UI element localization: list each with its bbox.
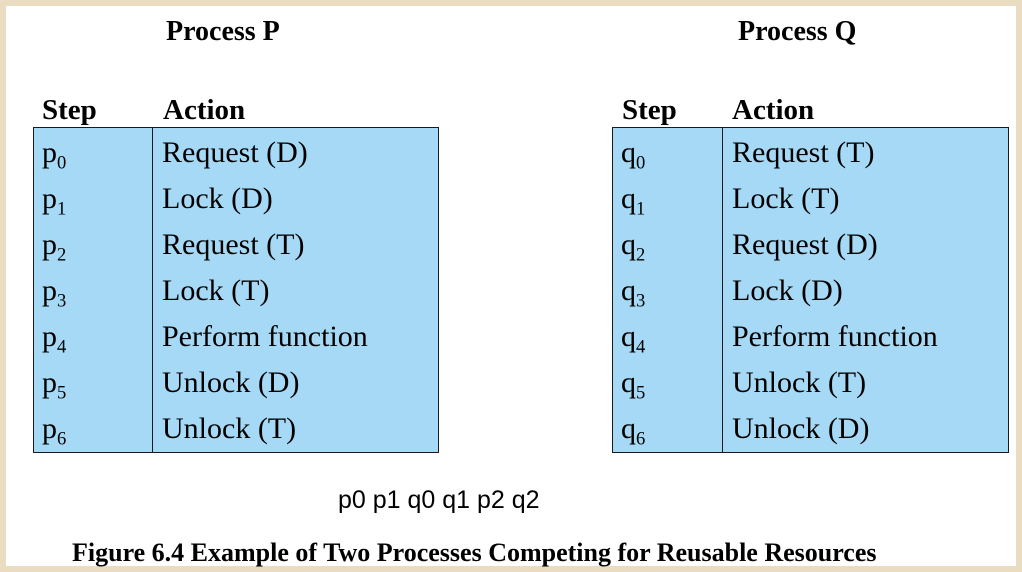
table-row: p6 Unlock (T) xyxy=(33,406,439,453)
sequence-note: p0 p1 q0 q1 p2 q2 xyxy=(338,486,540,514)
action-cell: Lock (D) xyxy=(732,274,843,307)
action-cell: Unlock (T) xyxy=(732,366,867,399)
table-row: q0 Request (T) xyxy=(612,127,1009,176)
step-label: q xyxy=(621,228,636,261)
action-cell: Unlock (D) xyxy=(162,366,300,399)
step-label: p xyxy=(42,366,57,399)
process-q-title: Process Q xyxy=(738,16,857,47)
action-cell: Perform function xyxy=(732,320,938,353)
step-cell: p2 xyxy=(33,222,153,268)
step-subscript: 0 xyxy=(636,152,646,174)
step-label: q xyxy=(621,182,636,215)
step-cell: p0 xyxy=(33,127,153,176)
step-label: p xyxy=(42,136,57,169)
step-cell: p4 xyxy=(33,314,153,360)
table-row: q1 Lock (T) xyxy=(612,176,1009,222)
action-cell: Unlock (D) xyxy=(732,412,870,445)
step-cell: q0 xyxy=(612,127,723,176)
process-p-step-header: Step xyxy=(42,94,97,126)
slide-panel: Process P Process Q Step Action Step Act… xyxy=(6,6,1016,567)
step-cell: q6 xyxy=(612,406,723,453)
table-row: p2 Request (T) xyxy=(33,222,439,268)
step-subscript: 5 xyxy=(57,382,67,404)
step-cell: q3 xyxy=(612,268,723,314)
table-row: p3 Lock (T) xyxy=(33,268,439,314)
action-cell: Request (T) xyxy=(732,136,875,169)
step-cell: q1 xyxy=(612,176,723,222)
step-subscript: 1 xyxy=(636,198,646,220)
table-row: q2 Request (D) xyxy=(612,222,1009,268)
step-label: p xyxy=(42,182,57,215)
step-subscript: 2 xyxy=(57,244,67,266)
process-p-title: Process P xyxy=(166,16,280,47)
step-label: q xyxy=(621,136,636,169)
step-label: q xyxy=(621,320,636,353)
step-subscript: 0 xyxy=(57,152,67,174)
table-row: p4 Perform function xyxy=(33,314,439,360)
table-row: p5 Unlock (D) xyxy=(33,360,439,406)
step-subscript: 6 xyxy=(636,428,646,450)
step-subscript: 1 xyxy=(57,198,67,220)
table-row: q4 Perform function xyxy=(612,314,1009,360)
action-cell: Lock (T) xyxy=(732,182,840,215)
step-subscript: 4 xyxy=(57,336,67,358)
action-cell: Lock (D) xyxy=(162,182,273,215)
step-label: p xyxy=(42,320,57,353)
process-p-action-header: Action xyxy=(163,94,246,126)
step-subscript: 5 xyxy=(636,382,646,404)
step-label: q xyxy=(621,366,636,399)
table-row: p1 Lock (D) xyxy=(33,176,439,222)
table-row: q3 Lock (D) xyxy=(612,268,1009,314)
table-row: q5 Unlock (T) xyxy=(612,360,1009,406)
action-cell: Request (T) xyxy=(162,228,305,261)
table-row: q6 Unlock (D) xyxy=(612,406,1009,453)
step-cell: q2 xyxy=(612,222,723,268)
step-subscript: 3 xyxy=(57,290,67,312)
step-cell: q4 xyxy=(612,314,723,360)
action-cell: Perform function xyxy=(162,320,368,353)
action-cell: Lock (T) xyxy=(162,274,270,307)
process-q-step-header: Step xyxy=(622,94,677,126)
step-cell: p3 xyxy=(33,268,153,314)
action-cell: Request (D) xyxy=(732,228,878,261)
step-cell: p6 xyxy=(33,406,153,453)
step-subscript: 6 xyxy=(57,428,67,450)
action-cell: Unlock (T) xyxy=(162,412,297,445)
process-q-action-header: Action xyxy=(732,94,815,126)
step-subscript: 3 xyxy=(636,290,646,312)
step-label: p xyxy=(42,228,57,261)
step-label: p xyxy=(42,274,57,307)
step-cell: q5 xyxy=(612,360,723,406)
figure-caption: Figure 6.4 Example of Two Processes Comp… xyxy=(72,538,877,567)
step-label: q xyxy=(621,412,636,445)
step-cell: p5 xyxy=(33,360,153,406)
step-cell: p1 xyxy=(33,176,153,222)
step-subscript: 4 xyxy=(636,336,646,358)
step-label: p xyxy=(42,412,57,445)
step-label: q xyxy=(621,274,636,307)
action-cell: Request (D) xyxy=(162,136,308,169)
table-row: p0 Request (D) xyxy=(33,127,439,176)
step-subscript: 2 xyxy=(636,244,646,266)
